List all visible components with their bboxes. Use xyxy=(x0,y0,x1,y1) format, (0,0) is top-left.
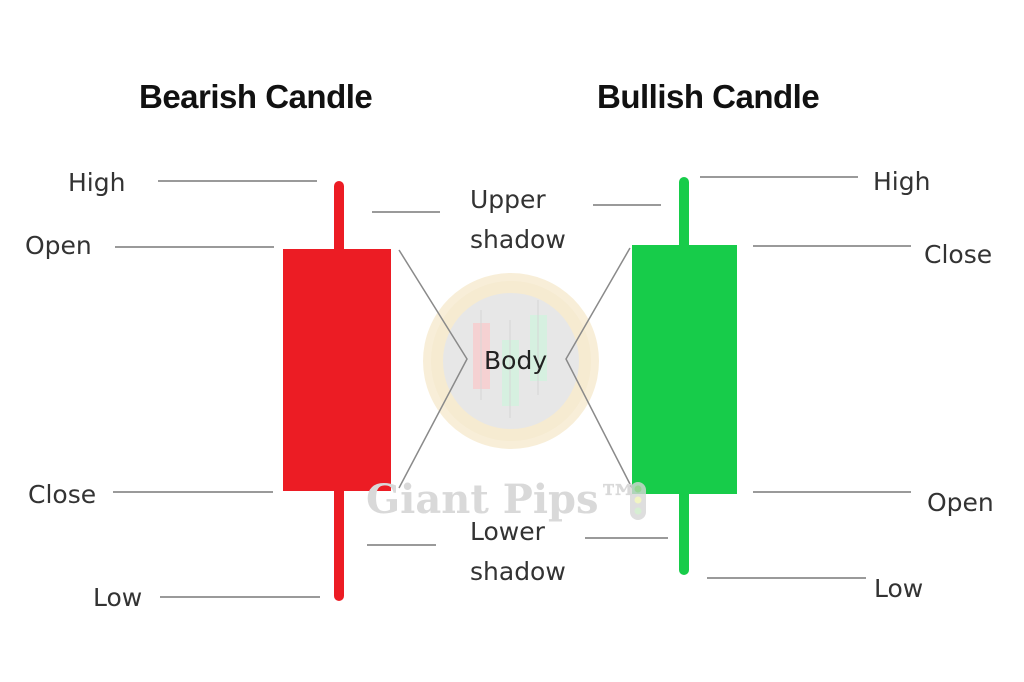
watermark-text: Giant Pips™ xyxy=(366,476,639,523)
body-label: Body xyxy=(484,346,548,375)
bullish-candle xyxy=(632,177,737,575)
bearish-low-label: Low xyxy=(93,583,143,612)
bearish-open-label: Open xyxy=(25,231,92,260)
bullish-leader-lines xyxy=(700,176,911,579)
bearish-high-label: High xyxy=(68,168,126,197)
bullish-body xyxy=(632,245,737,494)
upper-shadow-label: Upper shadow xyxy=(470,180,566,260)
bearish-body xyxy=(283,249,391,491)
bearish-close-label: Close xyxy=(28,480,97,509)
upper-shadow-line1: Upper xyxy=(470,185,546,214)
lower-shadow-label: Lower shadow xyxy=(470,512,566,592)
shadow-leader-lines xyxy=(367,204,668,546)
upper-shadow-line2: shadow xyxy=(470,225,566,254)
bearish-candle xyxy=(283,181,391,601)
bullish-candle-title: Bullish Candle xyxy=(597,78,820,115)
bearish-candle-title: Bearish Candle xyxy=(139,78,373,115)
lower-shadow-line1: Lower xyxy=(470,517,545,546)
bullish-open-label: Open xyxy=(927,488,994,517)
body-pointer-lines xyxy=(398,247,633,489)
bearish-leader-lines xyxy=(113,180,320,598)
bullish-low-label: Low xyxy=(874,574,924,603)
bullish-high-label: High xyxy=(873,167,931,196)
bullish-close-label: Close xyxy=(924,240,993,269)
watermark-logo-icon xyxy=(423,273,599,449)
watermark-signal-icon xyxy=(630,482,646,520)
lower-shadow-line2: shadow xyxy=(470,557,566,586)
